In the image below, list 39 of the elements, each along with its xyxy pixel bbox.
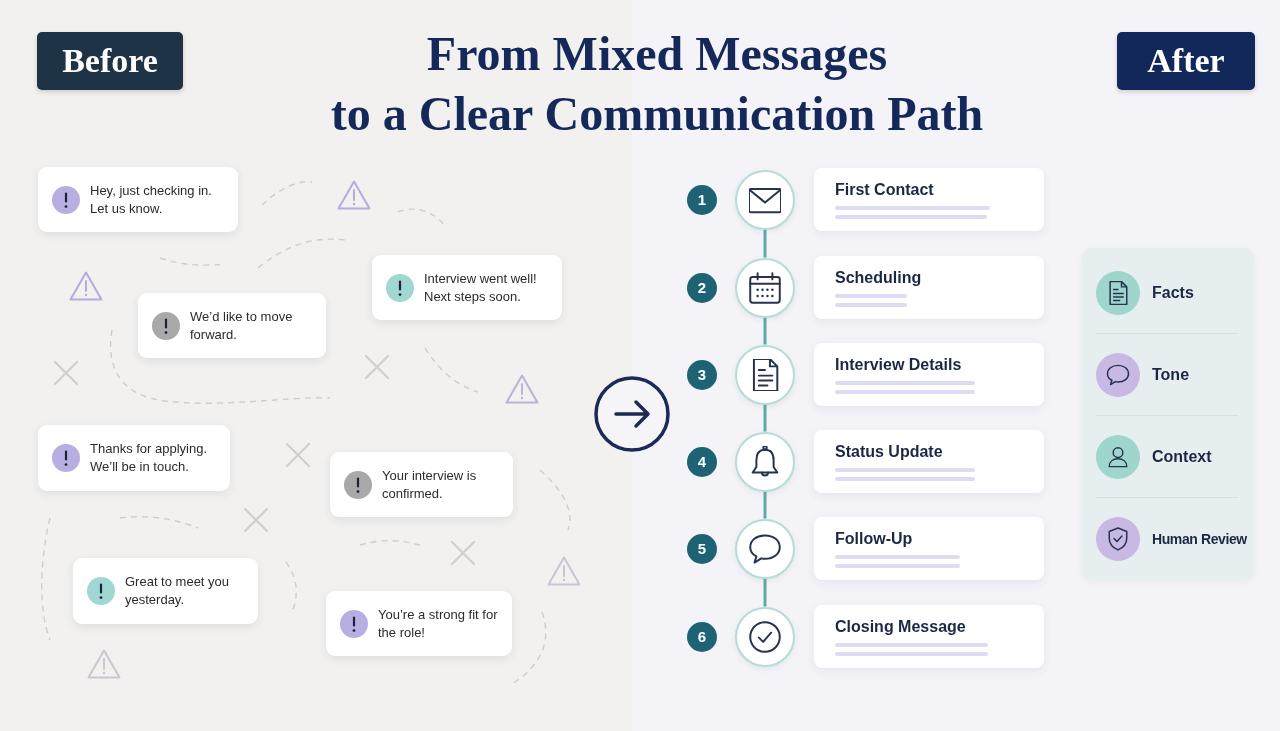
- step-title: Status Update: [835, 442, 943, 462]
- checklist-label: Human Review: [1152, 530, 1247, 547]
- step-card: [814, 168, 1044, 231]
- checklist-label: Context: [1152, 447, 1212, 466]
- message-card: [38, 425, 230, 491]
- message-text: You’re a strong fit for the role!: [378, 605, 499, 642]
- message-card: [372, 255, 562, 320]
- step-title: Follow-Up: [835, 529, 913, 549]
- message-card: [38, 167, 238, 232]
- message-text: Interview went well! Next steps soon.: [424, 269, 538, 306]
- message-text: Your interview is confirmed.: [382, 466, 478, 503]
- checklist-label: Facts: [1152, 283, 1194, 302]
- step-card: [814, 430, 1044, 493]
- step-card: [814, 605, 1044, 668]
- step-title: Closing Message: [835, 617, 966, 637]
- connector-line: [763, 491, 767, 519]
- message-card: [138, 293, 326, 358]
- message-card: [73, 558, 258, 624]
- step-card: [814, 517, 1044, 580]
- connector-line: [763, 578, 767, 607]
- step-title: Scheduling: [835, 268, 922, 288]
- message-text: Great to meet you yesterday.: [125, 573, 231, 609]
- message-text: Thanks for applying. We’ll be in touch.: [90, 440, 209, 476]
- section-tag: After: [1117, 32, 1255, 90]
- step-card: [814, 256, 1044, 319]
- checklist-label: Tone: [1152, 365, 1190, 384]
- connector-line: [763, 317, 767, 345]
- step-title: First Contact: [835, 180, 934, 200]
- page-title: From Mixed Messages to a Clear Communication Path: [329, 26, 985, 142]
- message-text: We’d like to move forward.: [190, 307, 294, 344]
- message-text: Hey, just checking in. Let us know.: [90, 181, 213, 218]
- section-tag: Before: [37, 32, 183, 90]
- checklist-panel: [1082, 248, 1254, 580]
- step-card: [814, 343, 1044, 406]
- message-card: [330, 452, 513, 517]
- connector-line: [763, 229, 767, 258]
- connector-line: [763, 404, 767, 432]
- step-title: Interview Details: [835, 355, 962, 375]
- message-card: [326, 591, 512, 656]
